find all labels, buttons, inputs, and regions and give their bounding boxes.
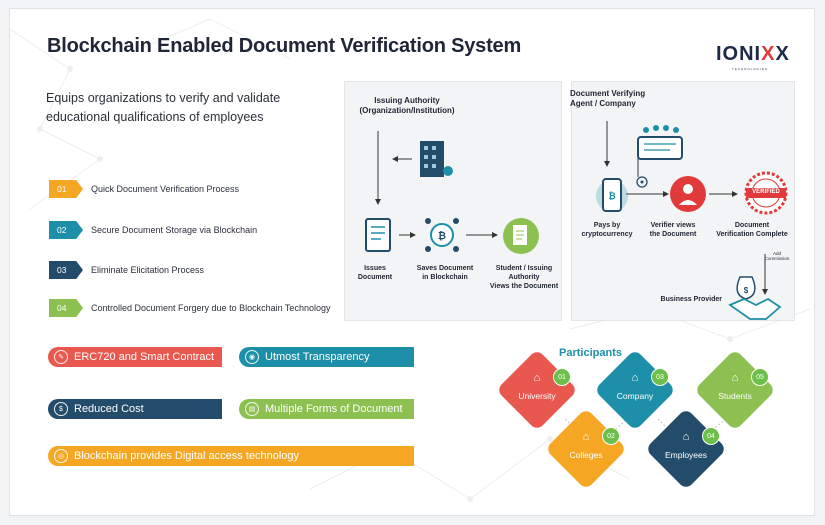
benefit-reduced-cost: $Reduced Cost xyxy=(48,399,222,419)
benefit-digital-access: ◎Blockchain provides Digital access tech… xyxy=(48,446,414,466)
feature-label: Quick Document Verification Process xyxy=(91,184,240,194)
stamp-text: VERIFIED xyxy=(752,189,780,195)
page-title: Blockchain Enabled Document Verification… xyxy=(47,35,522,57)
participant-icon: ⌂ xyxy=(682,431,690,443)
participant-icon: ⌂ xyxy=(533,372,541,384)
participant-icon: ⌂ xyxy=(582,431,590,443)
document-icon xyxy=(365,218,391,252)
participant-label: Employees xyxy=(664,450,708,460)
feature-label: Secure Document Storage via Blockchain xyxy=(91,225,258,235)
blockchain-icon: ₿ xyxy=(425,218,459,252)
feature-number-badge: 03 xyxy=(49,261,83,279)
step-views-document: Student / Issuing Authority Views the Do… xyxy=(489,265,559,290)
participant-number-badge: 03 xyxy=(651,368,669,386)
step-pays-crypto: Pays by cryptocurrency xyxy=(581,222,633,238)
svg-text:₿: ₿ xyxy=(608,191,615,201)
feature-item: 04 Controlled Document Forgery due to Blo… xyxy=(49,299,330,317)
transparency-icon: ◉ xyxy=(245,350,259,364)
handshake-icon xyxy=(728,297,782,320)
feature-number-badge: 04 xyxy=(49,299,83,317)
participant-number-badge: 02 xyxy=(602,427,620,445)
participants-title: Participants xyxy=(559,347,622,359)
coin-icon: $ xyxy=(54,402,68,416)
feature-label: Controlled Document Forgery due to Block… xyxy=(91,303,331,313)
benefit-transparency: ◉Utmost Transparency xyxy=(239,347,414,367)
flow-graphics: ₿ ₿ xyxy=(365,121,788,320)
feature-item: 03 Eliminate Elicitation Process xyxy=(49,261,204,279)
brand-tagline: TECHNOLOGIES xyxy=(732,67,768,71)
feature-item: 02 Secure Document Storage via Blockchain xyxy=(49,221,257,239)
feature-item: 01 Quick Document Verification Process xyxy=(49,180,239,198)
phone-icon: ₿ xyxy=(596,178,628,212)
feature-label: Eliminate Elicitation Process xyxy=(91,265,205,275)
step-issues-document: Issues Document xyxy=(357,265,393,281)
brand-logo: IONIXX xyxy=(716,43,790,65)
participant-label: Colleges xyxy=(569,450,603,460)
participant-label: Students xyxy=(718,391,752,401)
verifying-agent-title: Document Verifying Agent / Company xyxy=(570,89,646,108)
fingerprint-icon: ◎ xyxy=(54,449,68,463)
participant-icon: ⌂ xyxy=(731,372,739,384)
verifier-icon xyxy=(670,176,706,212)
add-commission-label: Add Commission xyxy=(764,251,790,261)
participant-number-badge: 01 xyxy=(553,368,571,386)
participant-label: Company xyxy=(616,391,654,401)
verified-stamp-icon xyxy=(744,171,788,215)
benefit-multiple-forms: ▤Multiple Forms of Document xyxy=(239,399,414,419)
participant-number-badge: 04 xyxy=(702,427,720,445)
participant-label: University xyxy=(518,391,556,401)
business-provider-label: Business Provider xyxy=(660,296,722,303)
computer-icon xyxy=(637,125,683,160)
step-saves-blockchain: Saves Document in Blockchain xyxy=(416,265,474,281)
feature-number-badge: 02 xyxy=(49,221,83,239)
svg-text:₿: ₿ xyxy=(438,230,446,242)
step-verifier-views: Verifier views the Document xyxy=(649,222,697,238)
feature-number-badge: 01 xyxy=(49,180,83,198)
money-bag-icon: $ xyxy=(736,276,756,300)
step-verification-complete: Document Verification Complete xyxy=(716,222,788,238)
svg-text:$: $ xyxy=(744,286,749,295)
issuing-authority-title: Issuing Authority (Organization/Institut… xyxy=(359,96,455,115)
infographic-frame: Blockchain Enabled Document Verification… xyxy=(9,8,815,516)
view-document-icon xyxy=(503,218,539,254)
participant-icon: ⌂ xyxy=(631,372,639,384)
participant-number-badge: 05 xyxy=(751,368,769,386)
building-icon xyxy=(420,141,453,177)
crypto-network-icon xyxy=(636,176,648,188)
benefit-erc720: ✎ERC720 and Smart Contract xyxy=(48,347,222,367)
documents-icon: ▤ xyxy=(245,402,259,416)
subtitle: Equips organizations to verify and valid… xyxy=(46,91,281,124)
contract-icon: ✎ xyxy=(54,350,68,364)
